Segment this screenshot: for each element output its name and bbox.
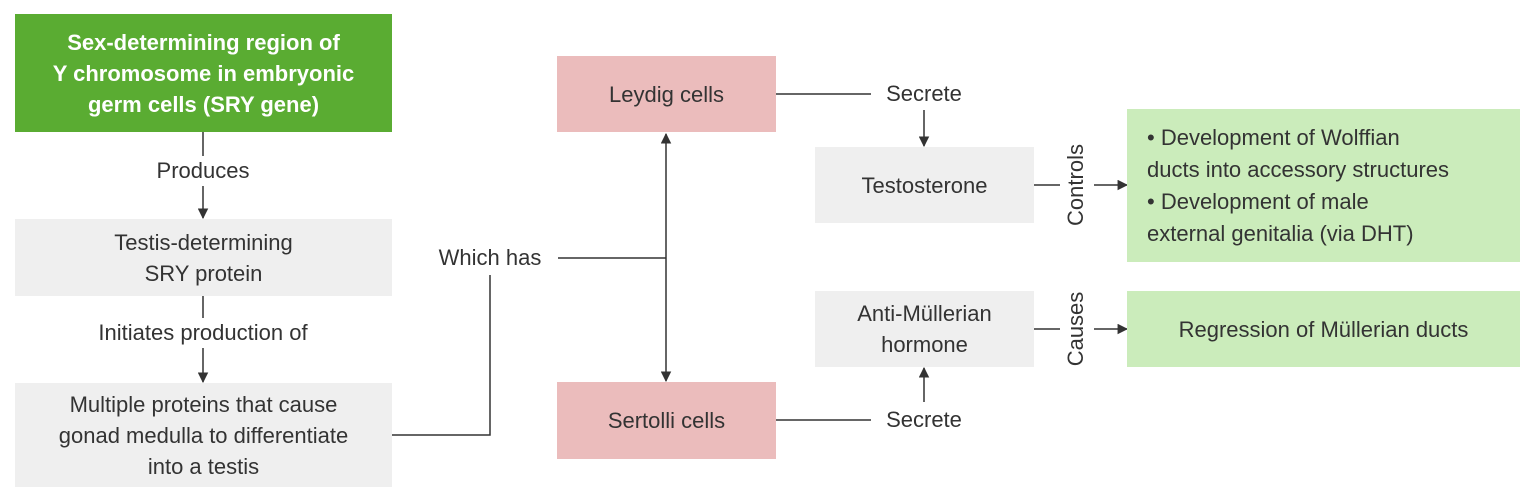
sry-gene-line-2: Y chromosome in embryonic bbox=[52, 60, 355, 86]
effect-bullet-1-line-1: • Development of Wolffian bbox=[1147, 124, 1400, 150]
effect-bullet-1-line-2: ducts into accessory structures bbox=[1147, 156, 1450, 182]
secrete-top-label: Secrete bbox=[872, 81, 976, 107]
produces-label: Produces bbox=[143, 158, 263, 184]
amh-box: Anti-Müllerian hormone bbox=[815, 291, 1034, 367]
sry-protein-line-1: Testis-determining bbox=[114, 229, 293, 255]
proteins-line-3: into a testis bbox=[147, 453, 260, 479]
proteins-line-1: Multiple proteins that cause bbox=[69, 391, 338, 417]
testosterone-box: Testosterone bbox=[815, 147, 1034, 223]
proteins-line-2: gonad medulla to differentiate bbox=[58, 422, 349, 448]
leydig-cells-box: Leydig cells bbox=[557, 56, 776, 132]
controls-label: Controls bbox=[1063, 144, 1088, 226]
sertoli-cells-box: Sertolli cells bbox=[557, 382, 776, 459]
amh-line-1: Anti-Müllerian bbox=[857, 301, 992, 326]
line-proteins-to-which-has bbox=[392, 275, 491, 436]
causes-label: Causes bbox=[1063, 291, 1088, 367]
effect-bullet-2-line-1: • Development of male bbox=[1147, 188, 1369, 214]
initiates-label: Initiates production of bbox=[63, 320, 343, 346]
sry-protein-line-2: SRY protein bbox=[144, 260, 263, 286]
amh-line-2: hormone bbox=[881, 332, 968, 357]
multiple-proteins-box: Multiple proteins that cause gonad medul… bbox=[15, 383, 392, 487]
wolffian-effects-box: • Development of Wolffian ducts into acc… bbox=[1127, 109, 1520, 262]
sry-gene-line-1: Sex-determining region of bbox=[67, 29, 340, 55]
sry-protein-box: Testis-determining SRY protein bbox=[15, 219, 392, 296]
mullerian-regression-box: Regression of Müllerian ducts bbox=[1127, 291, 1520, 367]
sry-gene-box: Sex-determining region of Y chromosome i… bbox=[15, 14, 392, 132]
effect-bullet-2-line-2: external genitalia (via DHT) bbox=[1147, 220, 1414, 246]
which-has-label: Which has bbox=[428, 245, 552, 271]
secrete-bottom-label: Secrete bbox=[872, 407, 976, 433]
sry-gene-line-3: germ cells (SRY gene) bbox=[87, 91, 320, 117]
